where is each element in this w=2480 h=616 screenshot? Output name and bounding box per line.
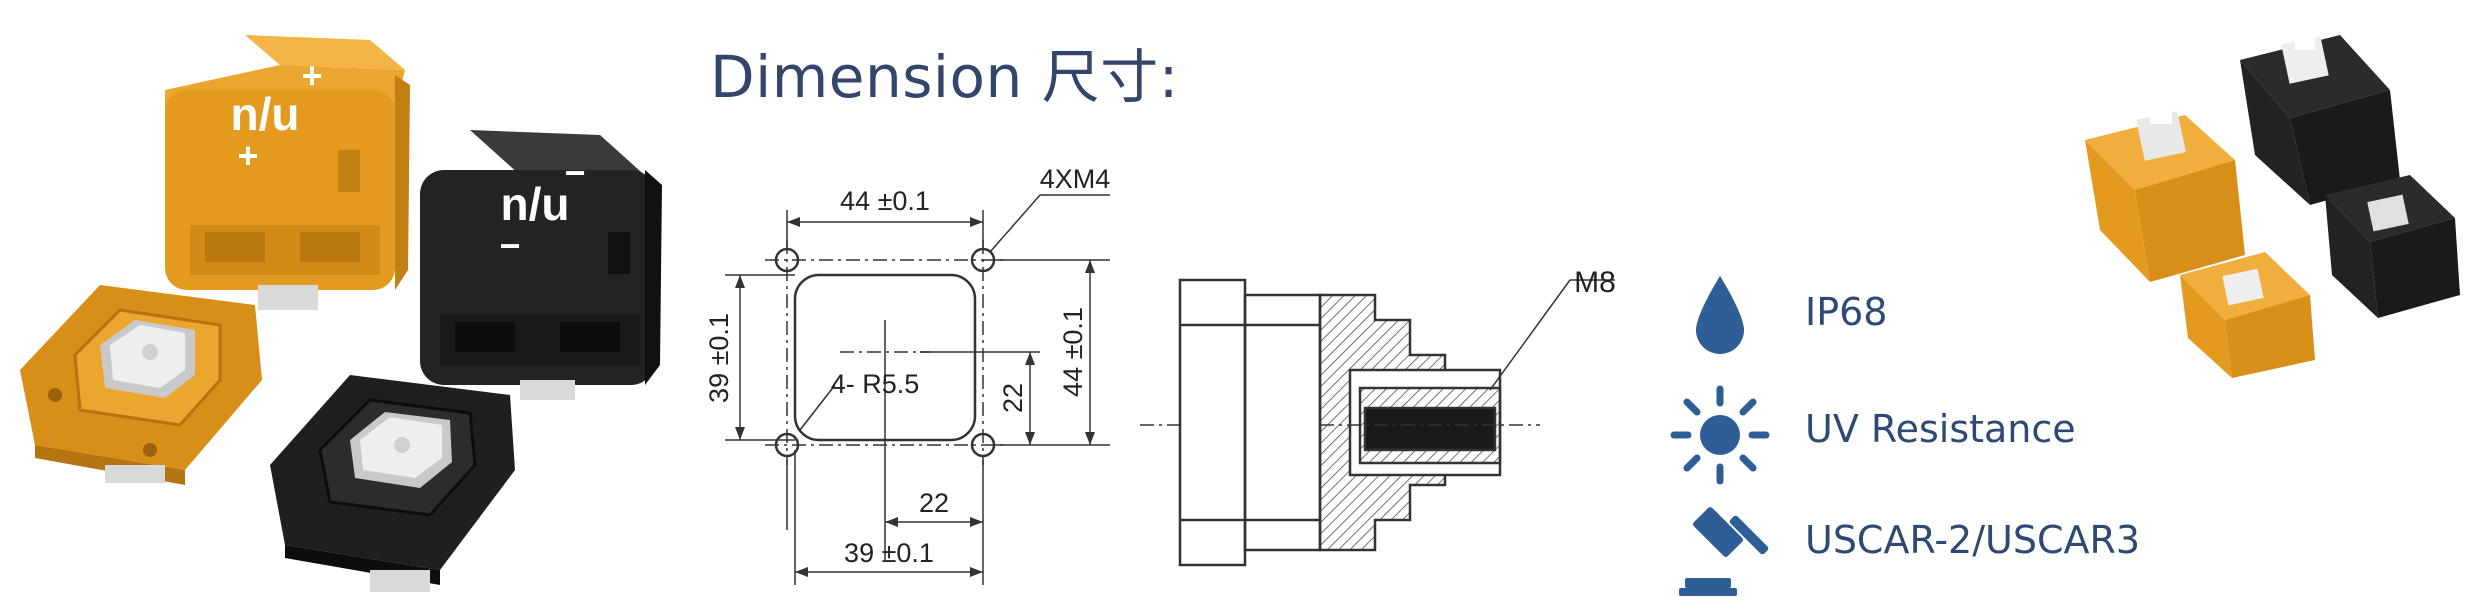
orange-cube-top — [2085, 100, 2245, 282]
black-logo: n/u — [501, 178, 570, 230]
orange-connector-base — [20, 285, 262, 485]
black-connector-cube: n/u − − — [420, 130, 662, 400]
black-minus-top: − — [564, 152, 585, 193]
orange-connector-cube: n/u + + — [165, 35, 410, 310]
dim-right-label: 44 ±0.1 — [1058, 307, 1088, 397]
radius-label: 4- R5.5 — [831, 369, 920, 399]
black-minus-bottom: − — [499, 225, 520, 266]
page-title: Dimension 尺寸: — [710, 43, 1179, 111]
black-connector-base — [270, 375, 515, 592]
dim-bottom-label: 39 ±0.1 — [844, 538, 934, 568]
hole-spec-label: 4XM4 — [1040, 164, 1111, 194]
section-view-drawing: M8 — [1140, 266, 1616, 567]
orange-plus-top: + — [301, 55, 322, 96]
black-cube-small — [2325, 175, 2460, 318]
orange-plus-bottom: + — [237, 135, 258, 176]
dim-left-label: 39 ±0.1 — [704, 313, 734, 403]
product-photo-right — [2085, 30, 2460, 378]
dim-inner-h-label: 22 — [919, 488, 949, 518]
feature-uscar: USCAR-2/USCAR3 — [1805, 518, 2141, 562]
orange-cube-small — [2180, 252, 2315, 378]
feature-uv-resistance: UV Resistance — [1805, 407, 2076, 451]
product-photo-left: n/u + + n/u − − — [20, 35, 662, 592]
dim-inner-v-label: 22 — [998, 383, 1028, 413]
gavel-icon — [1679, 507, 1769, 596]
dim-top-label: 44 ±0.1 — [840, 186, 930, 216]
front-view-drawing: 44 ±0.1 4XM4 39 ±0.1 44 ±0.1 4- R5.5 22 … — [704, 164, 1111, 585]
sun-icon — [1670, 385, 1770, 485]
thread-label: M8 — [1574, 266, 1616, 299]
black-cube-top — [2240, 30, 2400, 205]
water-drop-icon — [1696, 276, 1744, 354]
feature-ip68: IP68 — [1805, 290, 1888, 334]
orange-logo: n/u — [231, 88, 300, 140]
